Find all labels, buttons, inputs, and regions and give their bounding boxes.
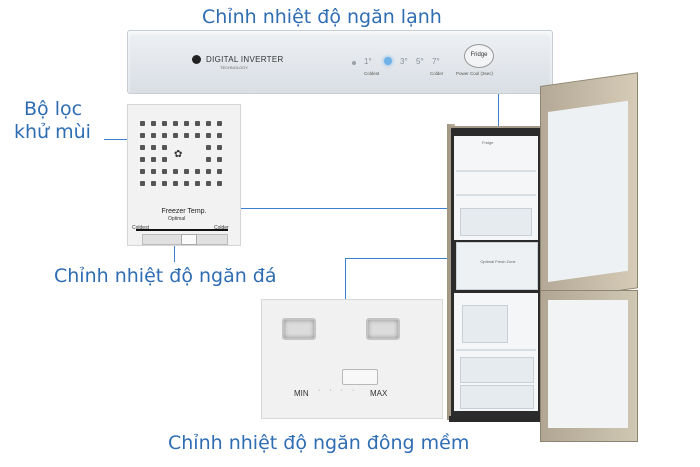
fridge-control-panel: DIGITAL INVERTER TECHNOLOGY 1° 3° 5° 7° …	[127, 30, 553, 94]
vent-hole	[195, 133, 200, 138]
vent-hole	[140, 169, 145, 174]
deodorizer-filter-grid	[140, 121, 226, 193]
soft-freeze-leader-horizontal	[345, 258, 463, 259]
soft-freeze-control-panel: ···· MIN MAX	[261, 299, 443, 419]
freezer-to-fridge-leader	[241, 208, 501, 209]
vent-hole	[140, 145, 145, 150]
temp-1: 1°	[364, 57, 372, 66]
freezer-scale-wedge	[136, 229, 228, 231]
freezer-control-callout: Chỉnh nhiệt độ ngăn đá	[54, 265, 277, 287]
vent-hole	[151, 133, 156, 138]
vent-hole	[173, 169, 178, 174]
fridge-base	[449, 416, 541, 422]
vent-hole	[162, 157, 167, 162]
vent-hole	[184, 121, 189, 126]
vent-hole	[217, 145, 222, 150]
vent-hole	[151, 169, 156, 174]
vent-hole	[217, 133, 222, 138]
freezer-drawer-1	[460, 357, 534, 383]
vent-hole	[217, 181, 222, 186]
vent-hole	[217, 157, 222, 162]
deodorizer-leader	[104, 139, 140, 140]
vent-hole	[140, 157, 145, 162]
temp-7: 7°	[432, 57, 440, 66]
fridge-door-upper-inner	[548, 100, 628, 282]
vent-hole	[173, 121, 178, 126]
freezer-shelf	[456, 349, 536, 351]
vent-hole	[217, 169, 222, 174]
fridge-crisper-drawer	[460, 208, 532, 236]
vent-hole	[140, 121, 145, 126]
vent-hole	[162, 181, 167, 186]
vent-hole	[162, 121, 167, 126]
freezer-optimal-label: Optimal	[168, 216, 186, 222]
soft-freeze-temp-slider[interactable]	[342, 369, 378, 385]
fridge-door-lower-inner	[548, 300, 628, 428]
vent-hole	[195, 169, 200, 174]
soft-freeze-control-callout: Chỉnh nhiệt độ ngăn đông mềm	[168, 432, 470, 454]
freezer-drawer-2	[460, 385, 534, 409]
freezer-control-leader	[174, 240, 175, 262]
deodorizer-callout-line2: khử mùi	[14, 121, 91, 143]
freezer-temp-title: Freezer Temp.	[161, 208, 207, 215]
brand-subtext: TECHNOLOGY	[220, 65, 249, 70]
freezer-coldest-label: Coldest	[132, 225, 149, 231]
deodorizer-callout-line1: Bộ lọc	[24, 98, 83, 120]
vent-hole	[206, 157, 211, 162]
vent-hole	[140, 181, 145, 186]
vent-hole	[151, 121, 156, 126]
freezer-colder-label: Colder	[214, 225, 229, 231]
vent-hole	[195, 121, 200, 126]
vent-hole	[184, 181, 189, 186]
vent-hole	[173, 133, 178, 138]
vent-hole	[206, 169, 211, 174]
vent-hole	[206, 121, 211, 126]
active-indicator-icon	[384, 57, 392, 65]
soft-freeze-min-label: MIN	[294, 389, 309, 398]
vent-hole	[206, 145, 211, 150]
brand-text: DIGITAL INVERTER	[206, 55, 284, 64]
coldest-label: Coldest	[364, 71, 380, 76]
vent-hole	[140, 133, 145, 138]
vent-hole	[162, 169, 167, 174]
vent-hole	[206, 133, 211, 138]
soft-freeze-ticks: ····	[318, 387, 364, 394]
temp-3: 3°	[400, 57, 408, 66]
power-cool-label: Power Cool (3sec)	[456, 71, 494, 76]
vent-hole	[162, 145, 167, 150]
fridge-button[interactable]: Fridge	[464, 44, 494, 68]
soft-freeze-drawer-label: Optimal Fresh Zone	[480, 259, 516, 264]
brand-logo-icon	[192, 55, 201, 64]
temp-5: 5°	[416, 57, 424, 66]
vent-hole	[217, 121, 222, 126]
freezer-control-panel: ✿ Freezer Temp. Optimal Coldest Colder	[127, 104, 241, 246]
vent-hole	[195, 181, 200, 186]
vent-hole	[184, 133, 189, 138]
fridge-shelf-1	[456, 170, 536, 172]
indicator-dot	[352, 61, 356, 65]
fridge-compartment: Fridge	[454, 136, 538, 240]
vent-window-right	[366, 318, 400, 340]
vent-hole	[151, 157, 156, 162]
vent-hole	[162, 133, 167, 138]
soft-freeze-drawer: Optimal Fresh Zone	[456, 242, 538, 290]
fridge-panel-leader	[498, 92, 499, 136]
freezer-temp-slider[interactable]	[142, 234, 228, 245]
ice-tray	[462, 305, 508, 343]
soft-freeze-max-label: MAX	[370, 389, 388, 398]
fridge-shelf-2	[456, 194, 536, 196]
vent-hole	[151, 181, 156, 186]
fridge-mini-panel-label: Fridge	[482, 140, 494, 145]
vent-hole	[206, 181, 211, 186]
vent-hole	[184, 169, 189, 174]
soft-freeze-leader-vertical	[345, 258, 346, 300]
vent-hole	[151, 145, 156, 150]
fridge-control-callout: Chỉnh nhiệt độ ngăn lạnh	[202, 6, 442, 28]
vent-hole	[173, 181, 178, 186]
freezer-slider-knob[interactable]	[181, 234, 197, 245]
deodorizer-leaf-icon: ✿	[174, 149, 183, 160]
vent-window-left	[282, 318, 316, 340]
colder-label: Colder	[430, 71, 444, 76]
freezer-compartment	[454, 293, 538, 411]
